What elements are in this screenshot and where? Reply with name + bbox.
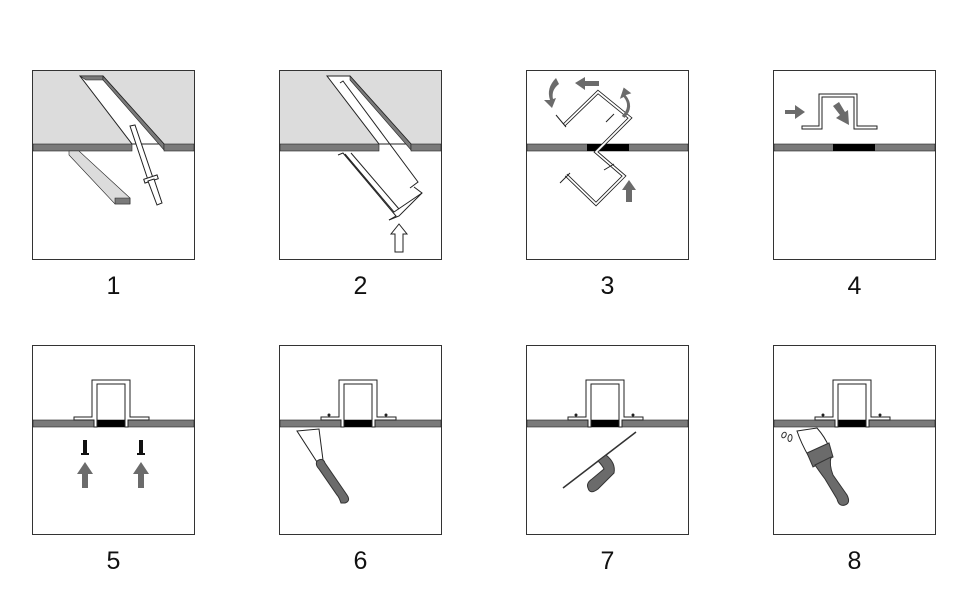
step-1-number: 1: [106, 272, 121, 300]
access-frame: [814, 379, 891, 428]
access-frame: [73, 379, 150, 428]
brush-ferrule: [806, 442, 834, 468]
frame-infill: [95, 420, 128, 427]
step-4-illustration: [773, 70, 936, 260]
up-arrow: [389, 223, 409, 253]
step-3-panel: [526, 70, 689, 260]
frame-infill: [836, 420, 869, 427]
rotate-left-arrow: [544, 78, 559, 108]
screw-left: [83, 440, 87, 454]
step-6-illustration: [279, 345, 442, 535]
right-arrow: [785, 105, 805, 119]
step-7-panel: [526, 345, 689, 535]
step-2-panel: [279, 70, 442, 260]
step-3-number: 3: [600, 272, 615, 300]
access-frame: [320, 379, 397, 428]
step-2-illustration: [279, 70, 442, 260]
paint-drop: [787, 434, 793, 442]
putty-knife-handle: [315, 458, 350, 504]
step-8-illustration: [773, 345, 936, 535]
access-frame: [337, 80, 423, 221]
step-1-illustration: [32, 70, 195, 260]
ceiling-section-left: [279, 143, 380, 152]
step-8-panel: [773, 345, 936, 535]
screw-head: [878, 413, 882, 417]
step-6-number: 6: [353, 547, 368, 575]
step-3-illustration: [526, 70, 689, 260]
step-5-illustration: [32, 345, 195, 535]
screw-right: [139, 440, 143, 454]
up-arrow-left: [77, 462, 93, 488]
step-1-panel: [32, 70, 195, 260]
ceiling-section-left: [32, 143, 133, 152]
step-6-panel: [279, 345, 442, 535]
left-arrow: [575, 77, 599, 90]
brush-handle: [814, 456, 850, 506]
panel-border: [32, 345, 195, 535]
paint-drop: [781, 431, 787, 439]
ceiling-opening: [587, 144, 629, 151]
panel-border: [526, 70, 689, 260]
ceiling-opening: [833, 144, 875, 151]
step-8-number: 8: [847, 547, 862, 575]
frame-infill: [342, 420, 375, 427]
step-7-illustration: [526, 345, 689, 535]
saw-handle: [147, 178, 163, 206]
up-arrow: [622, 180, 636, 202]
ceiling-section-right: [163, 143, 195, 152]
panel-border: [773, 345, 936, 535]
screw-head: [574, 413, 578, 417]
step-5-panel: [32, 345, 195, 535]
step-4-number: 4: [847, 272, 862, 300]
screw-head: [327, 413, 331, 417]
step-7-number: 7: [600, 547, 615, 575]
access-frame: [567, 379, 644, 428]
screw-head: [631, 413, 635, 417]
step-2-number: 2: [353, 272, 368, 300]
up-arrow-right: [133, 462, 149, 488]
rotate-right-arrow: [619, 87, 632, 118]
step-4-panel: [773, 70, 936, 260]
screw-head: [384, 413, 388, 417]
down-right-arrow: [833, 102, 849, 125]
board-edge: [114, 197, 131, 205]
trowel-handle: [587, 454, 615, 493]
screw-head: [821, 413, 825, 417]
ceiling-section-right: [410, 143, 442, 152]
step-5-number: 5: [106, 547, 121, 575]
panel-border: [526, 345, 689, 535]
access-frame: [801, 93, 878, 130]
frame-infill: [589, 420, 622, 427]
